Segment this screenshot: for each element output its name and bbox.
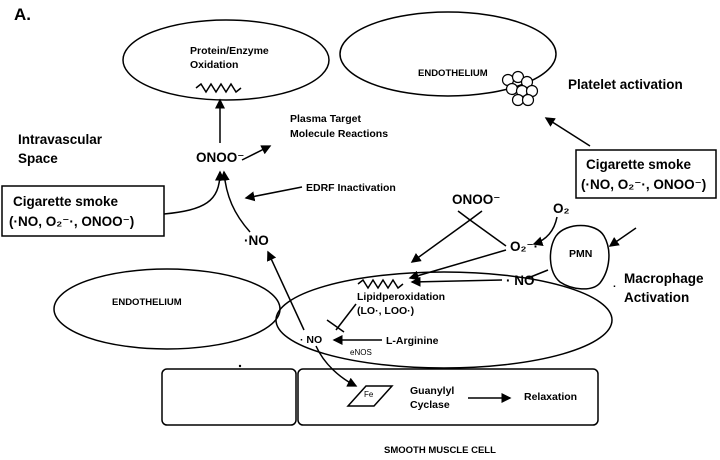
cyclase-label: Cyclase	[410, 399, 450, 411]
cigarette-smoke-right-box	[575, 149, 717, 199]
pmn-label: PMN	[569, 248, 592, 260]
intravascular-label: Intravascular	[18, 132, 103, 147]
cigarette-smoke-left-title: Cigarette smoke	[13, 194, 119, 209]
peroxynitrite-left-label: ONOO⁻	[196, 150, 244, 165]
arrow-no-right-to-lipid	[410, 276, 503, 287]
smooth-muscle-left-box	[161, 368, 297, 426]
activation-label: Activation	[624, 290, 689, 305]
endothelium-bottom-label: ENDOTHELIUM	[112, 297, 182, 308]
arrow-superoxide-to-lipid	[408, 249, 507, 281]
oxidation-label: Oxidation	[190, 59, 238, 71]
arrow-smoke-right-to-platelet	[544, 117, 591, 147]
platelet-activation-label: Platelet activation	[568, 77, 683, 92]
smooth-muscle-right-box	[297, 368, 599, 426]
cigarette-smoke-right-title: Cigarette smoke	[586, 157, 692, 172]
space-label: Space	[18, 151, 58, 166]
line-superoxide-to-onoo	[469, 219, 507, 247]
small-dot-mark	[238, 364, 242, 368]
fe-label: Fe	[364, 390, 374, 399]
endothelium-top-ellipse	[339, 11, 557, 97]
guanylyl-label: Guanylyl	[410, 385, 454, 397]
arrow-smoke-left-to-onoo	[163, 170, 225, 215]
endothelial-cell-ellipse	[275, 271, 613, 369]
oxygen-label: O₂	[553, 201, 570, 216]
superoxide-label: O₂⁻·	[510, 239, 538, 254]
lipid-radicals-label: (LO·, LOO·)	[357, 305, 414, 317]
lipidperoxidation-label: Lipidperoxidation	[357, 291, 445, 303]
line-pmn-to-no	[527, 269, 549, 279]
l-arginine-label: L-Arginine	[386, 335, 439, 347]
cigarette-smoke-right-species: (·NO, O₂⁻·, ONOO⁻)	[581, 177, 706, 192]
platelet-cluster-icon	[501, 70, 539, 107]
enos-label: eNOS	[350, 348, 372, 357]
macrophage-bullet: .	[613, 278, 616, 290]
peroxynitrite-center-label: ONOO⁻	[452, 192, 500, 207]
macrophage-label: Macrophage	[624, 271, 704, 286]
panel-label: A.	[14, 5, 31, 24]
nitric-oxide-enos-label: · NO	[300, 334, 322, 346]
relaxation-label: Relaxation	[524, 391, 577, 403]
plasma-target-label: Plasma Target	[290, 113, 362, 125]
arrow-onoo-to-plasma	[241, 145, 272, 161]
arrow-edrf-inactivation	[244, 186, 303, 202]
endothelium-top-label: ENDOTHELIUM	[418, 68, 488, 79]
lipid-peroxidation-zigzag	[357, 278, 404, 290]
endothelium-bottom-ellipse	[53, 268, 281, 350]
arrow-onoo-to-lipid	[410, 219, 471, 263]
cigarette-smoke-left-box	[1, 185, 165, 237]
smooth-muscle-cell-label: SMOOTH MUSCLE CELL	[384, 445, 496, 456]
pmn-cell-shape	[549, 224, 610, 290]
heme-fe-icon	[346, 385, 394, 407]
onoo-center-bracket	[457, 210, 483, 221]
arrow-enos-no-to-no-left	[267, 250, 305, 331]
inhibit-bar	[326, 319, 345, 333]
arrow-no-to-guanylyl-cyclase	[315, 345, 358, 387]
protein-enzyme-label: Protein/Enzyme	[190, 45, 269, 57]
cigarette-smoke-left-species: (·NO, O₂⁻·, ONOO⁻)	[9, 214, 134, 229]
arrow-macrophage-to-pmn	[608, 227, 637, 247]
arrow-oxygen-to-superoxide	[532, 216, 558, 247]
arrow-no-to-onoo	[219, 170, 251, 233]
nitric-oxide-left-label: ·NO	[244, 233, 269, 248]
inhibit-lipid-peroxidation	[335, 303, 357, 331]
protein-oxidation-zigzag	[195, 82, 242, 94]
molecule-reactions-label: Molecule Reactions	[290, 128, 388, 140]
protein-target-ellipse	[122, 19, 330, 101]
edrf-inactivation-label: EDRF Inactivation	[306, 182, 396, 194]
